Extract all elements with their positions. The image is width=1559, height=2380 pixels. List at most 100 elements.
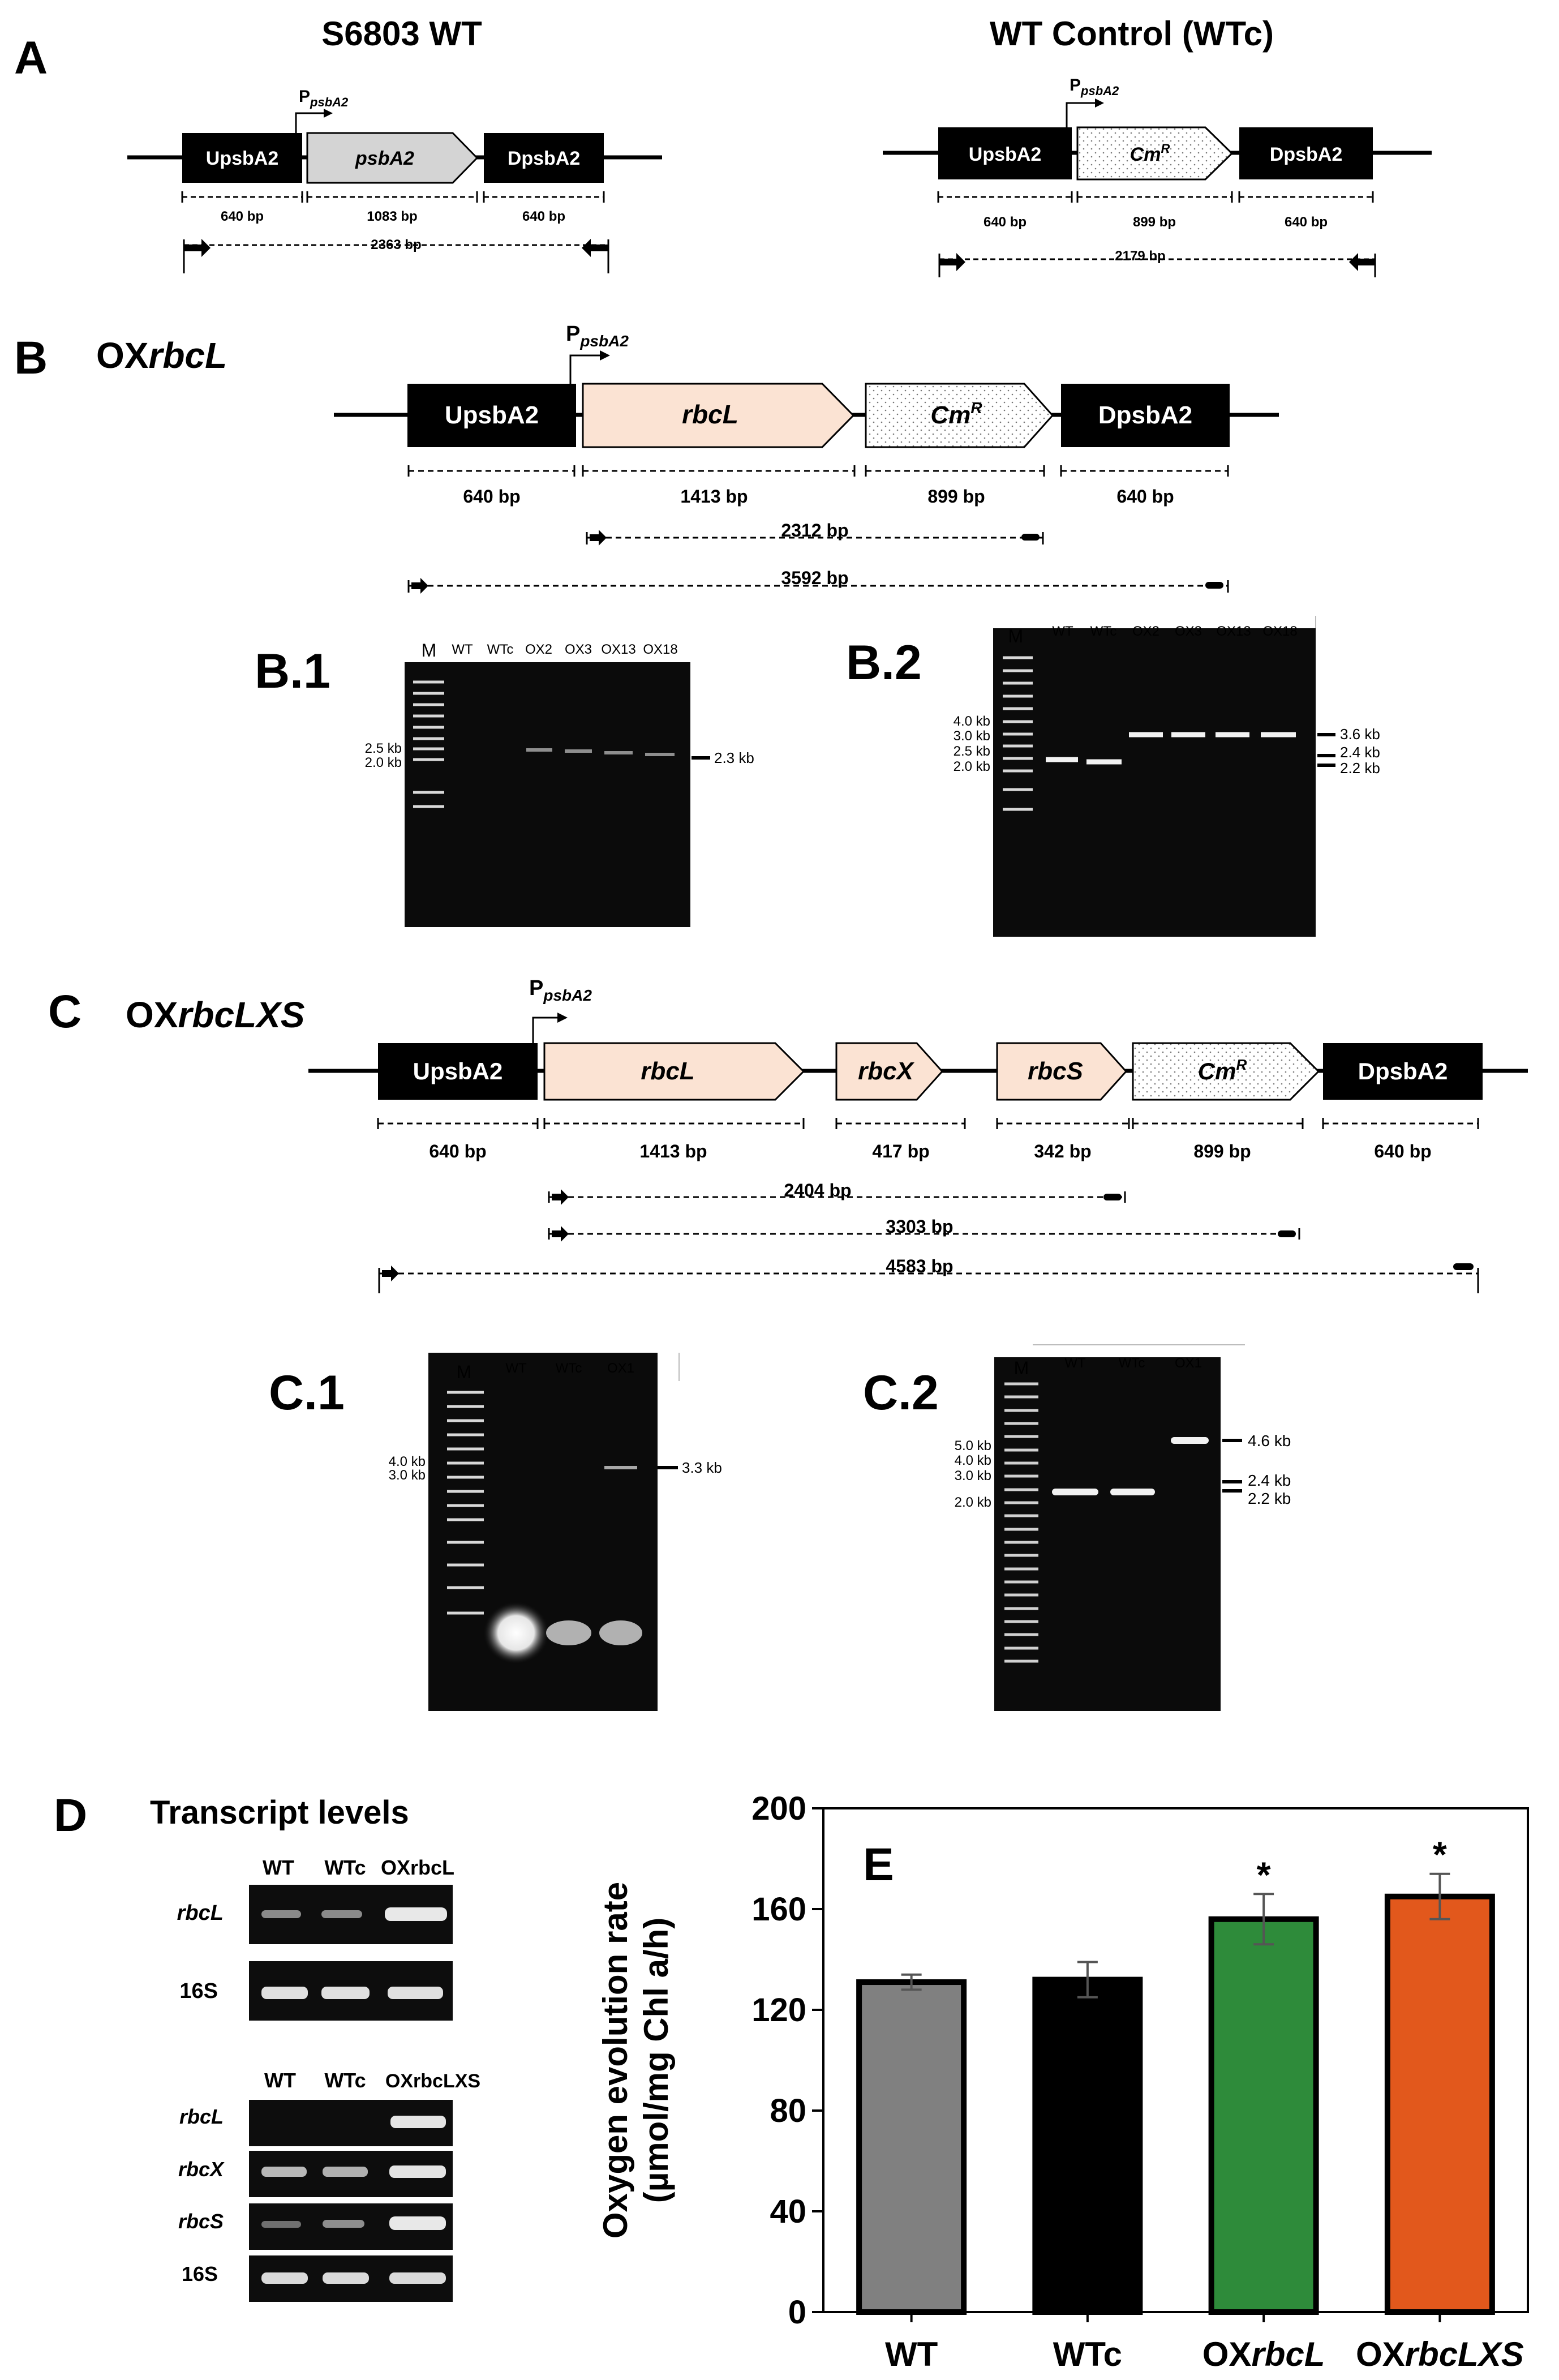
wt-amplicon-size: 2363 bp — [371, 237, 421, 252]
oxrbcl-upsba2-box — [407, 384, 576, 447]
oxrbcl-promoter: PpsbA2 — [566, 322, 629, 350]
gel-b2-lane-ox13: OX13 — [1216, 624, 1251, 639]
oxlxs-promoter-arrow — [532, 1017, 557, 1043]
blot1-row-16s: 16S — [179, 1979, 218, 2003]
panel-b: B OXrbcL UpsbA2 rbcL CmR DpsbA2 PpsbA2 — [14, 322, 1380, 937]
chart-e-ylabel-line1: Oxygen evolution rate — [596, 1882, 634, 2239]
oxlxs-upsba2-label: UpsbA2 — [413, 1058, 503, 1084]
panel-a-letter: A — [14, 32, 48, 84]
panel-e-letter: E — [863, 1839, 894, 1890]
blot2-lane-ox: OXrbcLXS — [385, 2070, 480, 2092]
wtc-upsba2-label: UpsbA2 — [969, 144, 1041, 165]
oxrbcl-upsba2-label: UpsbA2 — [445, 401, 539, 429]
gel-b1-ladder-2.0: 2.0 kb — [365, 755, 402, 770]
wt-construct: S6803 WT UpsbA2 psbA2 DpsbA2 PpsbA2 — [127, 15, 662, 273]
gel-b2-lane-wt: WT — [1052, 624, 1073, 639]
oxlxs-dpsba2-label: DpsbA2 — [1358, 1058, 1448, 1084]
wt-promoter: PpsbA2 — [299, 87, 349, 109]
wtc-upsba2-box — [938, 127, 1072, 179]
gel-b2-band-2.2: 2.2 kb — [1340, 760, 1380, 777]
gel-c2-ladder-3.0: 3.0 kb — [955, 1468, 991, 1483]
oxrbcl-dpsba2-label: DpsbA2 — [1098, 401, 1192, 429]
gel-b2-ladder-3.0: 3.0 kb — [954, 728, 990, 744]
oxlxs-size-dpsba2: 640 bp — [1374, 1141, 1431, 1161]
oxlxs-rbcs-arrow — [996, 1042, 1128, 1101]
gel-b2-image — [993, 628, 1316, 937]
gel-c2: C.2 M WT WTc OX1 — [863, 1344, 1291, 1711]
oxrbcl-cmr-label: CmR — [930, 399, 982, 429]
gel-b2-band-3.6: 3.6 kb — [1340, 726, 1380, 743]
gel-c1-primer-glow-wt — [483, 1602, 549, 1664]
gel-c2-band-4.6: 4.6 kb — [1248, 1432, 1291, 1450]
chart-e-bars: ** — [856, 1834, 1495, 2315]
gel-b1-lane-labels: M WT WTc OX2 OX3 OX13 OX18 — [422, 640, 678, 661]
blot1-lane-wtc: WTc — [324, 1856, 366, 1879]
panel-c-letter: C — [48, 986, 81, 1037]
gel-c1-lane-labels: M WT WTc OX1 — [457, 1361, 634, 1382]
oxlxs-primer-f1 — [552, 1189, 569, 1205]
gel-c2-lane-m: M — [1014, 1358, 1029, 1378]
gel-b1-lane-ox18: OX18 — [643, 642, 677, 657]
oxlxs-upsba2-box — [378, 1043, 538, 1100]
gel-b1-band-2.3: 2.3 kb — [714, 749, 754, 766]
panel-d-title: Transcript levels — [150, 1794, 409, 1831]
oxlxs-amplicon-2404: 2404 bp — [784, 1180, 851, 1200]
panel-b-title: OXrbcL — [96, 335, 227, 376]
blot2-row-rbcs: rbcS — [178, 2210, 224, 2233]
gel-c1-image — [428, 1353, 658, 1711]
wt-upsba2-label: UpsbA2 — [206, 148, 278, 169]
gel-b2-ladder-2.5: 2.5 kb — [954, 744, 990, 759]
gel-c2-lane-wtc: WTc — [1119, 1356, 1145, 1371]
panel-d-letter: D — [54, 1790, 87, 1841]
panel-d: D Transcript levels WT WTc OXrbcL rbcL 1… — [54, 1790, 480, 2302]
gel-b1-image — [405, 662, 690, 927]
gel-c1-lane-wtc: WTc — [556, 1361, 582, 1376]
blot2-lane-wtc: WTc — [324, 2069, 366, 2092]
oxlxs-cmr-arrow — [1132, 1042, 1320, 1101]
gel-b1-lane-ox13: OX13 — [601, 642, 635, 657]
blot1-row-rbcl: rbcL — [177, 1901, 224, 1925]
chart-e-significance-OXrbcLXS: * — [1433, 1834, 1447, 1875]
wt-psba2-arrow — [306, 132, 479, 184]
wtc-size-upsba2: 640 bp — [983, 215, 1027, 230]
wtc-promoter: PpsbA2 — [1070, 76, 1119, 98]
chart-e-ytick-label-160: 160 — [751, 1891, 806, 1928]
oxrbcl-primer-r1 — [1021, 534, 1040, 541]
gel-c2-lane-labels: M WT WTc OX1 — [1014, 1356, 1202, 1378]
gel-c1-ladder — [447, 1391, 484, 1615]
oxrbcl-rbcl-label: rbcL — [682, 400, 738, 429]
gel-b2-ladder-4.0: 4.0 kb — [954, 714, 990, 729]
gel-b2-bands — [1046, 732, 1296, 765]
gel-c1-primer-glow-wtc — [546, 1620, 591, 1645]
gel-c1-lane-m: M — [457, 1362, 472, 1382]
chart-e-xtick-label-OXrbcL: OXrbcL — [1202, 2335, 1325, 2373]
wt-dpsba2-label: DpsbA2 — [508, 148, 580, 169]
gel-c1-lane-ox1: OX1 — [607, 1361, 634, 1376]
blot-oxrbcl: WT WTc OXrbcL rbcL 16S — [177, 1856, 454, 2021]
blot1-lane-ox: OXrbcL — [381, 1856, 454, 1879]
chart-e-ytick-label-40: 40 — [770, 2193, 806, 2230]
panel-b-letter: B — [14, 332, 48, 384]
gel-b2-ladder — [1003, 656, 1033, 811]
oxlxs-size-rbcx: 417 bp — [872, 1141, 929, 1161]
gel-b2-lane-m: M — [1008, 626, 1024, 646]
chart-e-bar-OXrbcL — [1208, 1916, 1319, 2315]
wtc-title: WT Control (WTc) — [990, 15, 1274, 53]
gel-c2-ladder — [1004, 1382, 1038, 1663]
wtc-dpsba2-label: DpsbA2 — [1270, 144, 1342, 165]
gel-c2-lane-ox1: OX1 — [1175, 1356, 1202, 1371]
oxrbcl-primer-f2 — [411, 578, 428, 594]
gel-b2-lane-labels: M WT WTc OX2 OX3 OX13 OX18 — [1008, 624, 1298, 646]
gel-c2-ladder-5.0: 5.0 kb — [955, 1438, 991, 1453]
oxlxs-size-upsba2: 640 bp — [429, 1141, 486, 1161]
oxlxs-primer-r1 — [1103, 1194, 1122, 1200]
panel-a: A S6803 WT UpsbA2 psbA2 DpsbA2 PpsbA2 — [14, 15, 1432, 277]
panel-c: C OXrbcLXS UpsbA2 rbcL rbcX rbcS CmR Dps… — [48, 976, 1528, 1711]
gel-b1-lane-m: M — [422, 640, 437, 661]
gel-c1: C.1 M WT WTc OX1 4.0 kb — [269, 1353, 722, 1711]
gel-b1-label: B.1 — [255, 644, 330, 698]
oxlxs-rbcs-label: rbcS — [1028, 1057, 1083, 1085]
gel-c2-image — [994, 1357, 1221, 1711]
